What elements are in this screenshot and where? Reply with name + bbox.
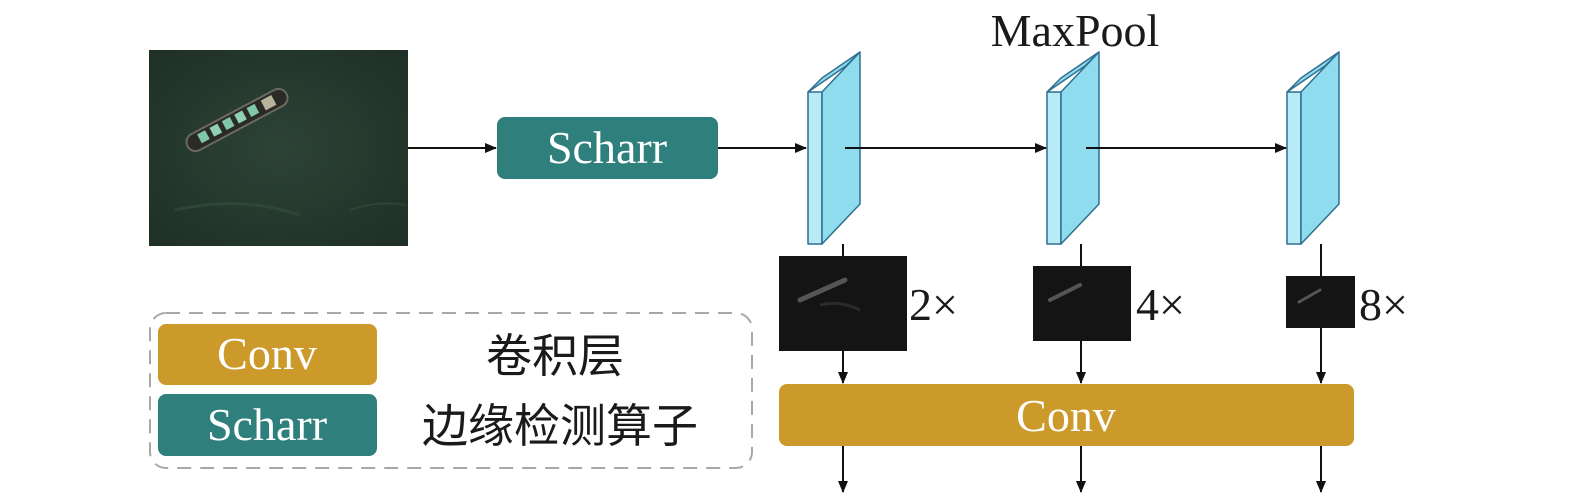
edge-map-8x-scale: 8× <box>1359 279 1408 330</box>
legend: Conv 卷积层 Scharr 边缘检测算子 <box>149 312 753 469</box>
legend-conv-swatch <box>158 324 377 385</box>
legend-item-scharr: Scharr 边缘检测算子 <box>158 394 698 456</box>
feature-map-2 <box>1046 51 1100 245</box>
conv-node-box <box>779 384 1354 446</box>
scharr-node-box <box>497 117 718 179</box>
legend-scharr-desc: 边缘检测算子 <box>422 401 698 452</box>
legend-scharr-key: Scharr <box>207 399 327 450</box>
edge-map-2x-scale: 2× <box>909 279 958 330</box>
input-ship-image <box>149 50 408 246</box>
legend-conv-desc: 卷积层 <box>486 331 624 382</box>
scharr-node-label: Scharr <box>547 122 667 173</box>
conv-node: Conv <box>779 384 1354 446</box>
legend-item-conv: Conv 卷积层 <box>158 324 624 385</box>
feature-map-3 <box>1286 51 1340 245</box>
edge-map-2x: 2× <box>779 256 958 351</box>
edge-map-4x-scale: 4× <box>1136 279 1185 330</box>
legend-conv-key: Conv <box>217 328 317 379</box>
ship-icon <box>185 87 289 153</box>
conv-node-label: Conv <box>1016 390 1116 441</box>
edge-map-4x: 4× <box>1033 266 1185 341</box>
edge-map-8x: 8× <box>1286 276 1408 330</box>
scharr-node: Scharr <box>497 117 718 179</box>
legend-frame <box>149 312 753 469</box>
maxpool-title: MaxPool <box>991 5 1160 56</box>
legend-scharr-swatch <box>158 394 377 456</box>
feature-map-1 <box>807 51 861 245</box>
